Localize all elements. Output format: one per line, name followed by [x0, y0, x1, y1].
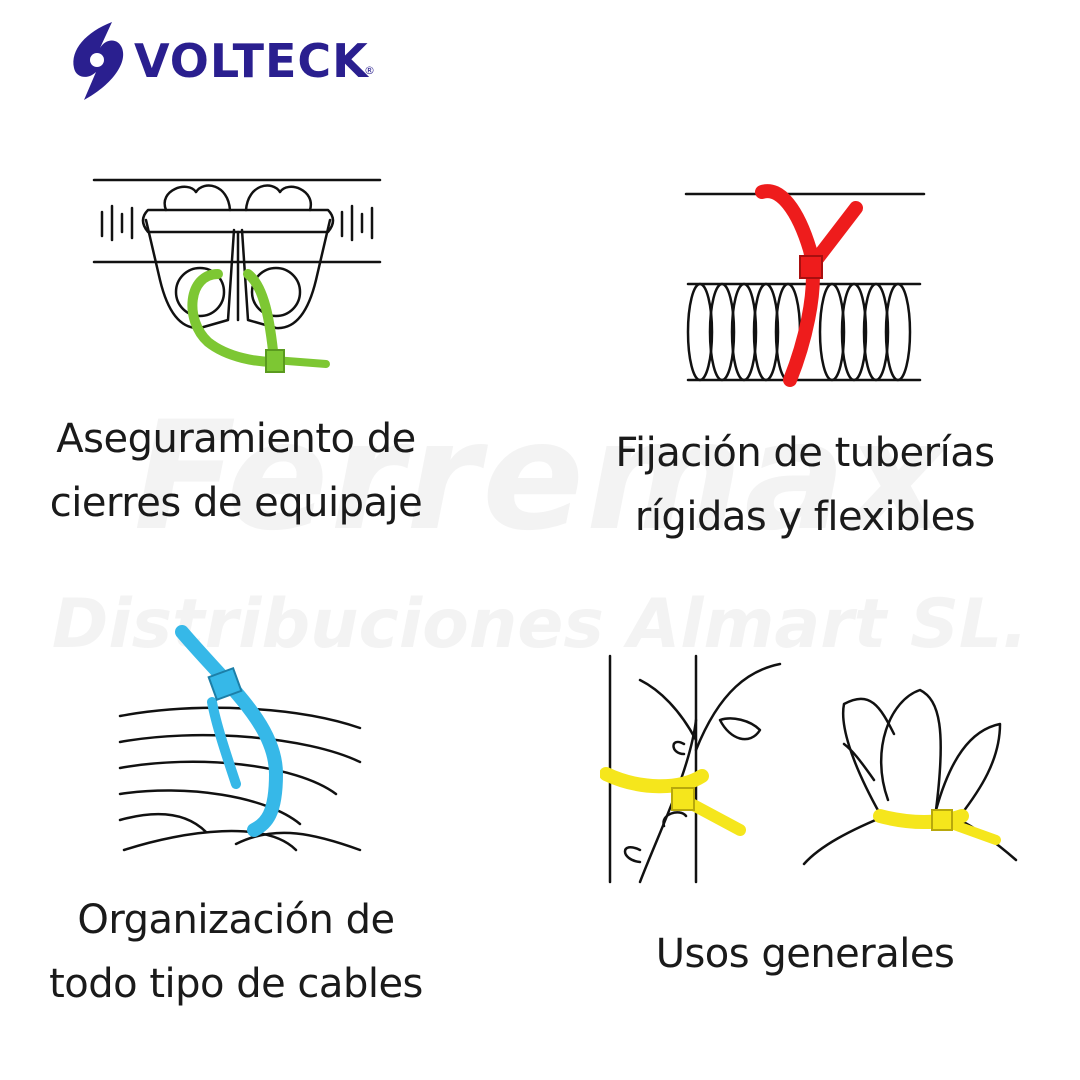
- caption-general-line1: Usos generales: [655, 931, 955, 977]
- caption-pipes-line1: Fijación de tuberías: [615, 430, 995, 476]
- watermark-line1: Ferremax: [133, 390, 947, 564]
- caption-pipes: Fijación de tuberías rígidas y flexibles: [590, 421, 1020, 549]
- watermark-line2: Distribuciones Almart SL.: [51, 585, 1029, 664]
- brand-name: VOLTECK: [134, 34, 369, 88]
- caption-cables-line1: Organización de: [77, 897, 395, 943]
- caption-luggage: Aseguramiento de cierres de equipaje: [36, 407, 436, 535]
- plant-and-bag-icon: [600, 654, 1018, 884]
- lightning-logo-icon: [73, 22, 124, 100]
- caption-luggage-line2: cierres de equipaje: [49, 480, 423, 526]
- caption-luggage-line1: Aseguramiento de: [56, 416, 416, 462]
- luggage-zipper-icon: [92, 178, 382, 373]
- caption-pipes-line2: rígidas y flexibles: [634, 494, 976, 540]
- registered-mark: ®: [364, 64, 375, 77]
- caption-general: Usos generales: [600, 922, 1010, 986]
- cable-bundle-icon: [118, 625, 362, 852]
- caption-cables: Organización de todo tipo de cables: [36, 888, 436, 1016]
- flexible-pipe-icon: [684, 184, 926, 387]
- brand-logo: VOLTECK ®: [66, 20, 386, 102]
- caption-cables-line2: todo tipo de cables: [49, 961, 423, 1007]
